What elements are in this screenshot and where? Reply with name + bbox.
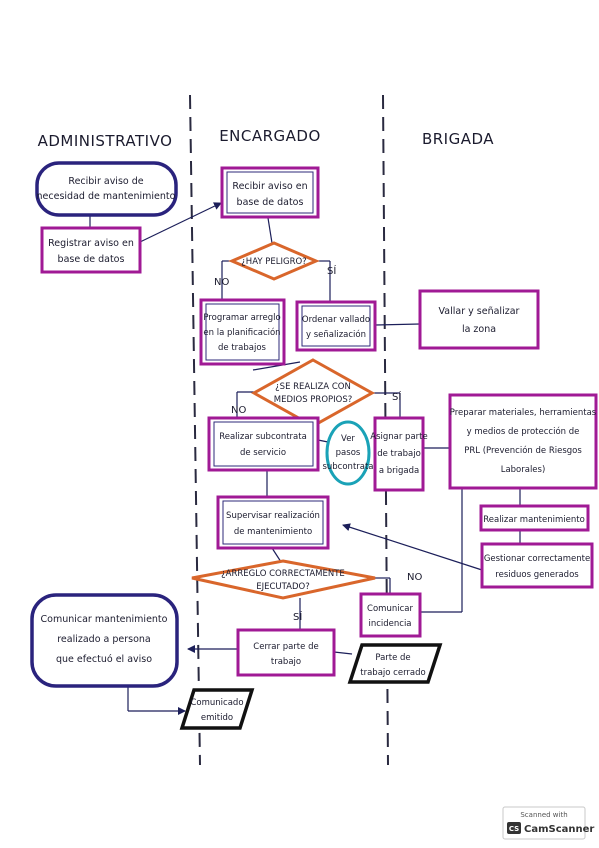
- node-text: Ordenar vallado: [302, 315, 370, 325]
- document-comunicado-emitido: Comunicado emitido: [179, 688, 255, 730]
- node-preparar-materiales: Preparar materiales, herramientas y medi…: [448, 393, 598, 490]
- label-medios-no: NO: [231, 405, 246, 416]
- node-programar-arreglo: Programar arreglo en la planificación de…: [199, 298, 286, 366]
- node-text: Asignar parte: [370, 432, 427, 442]
- node-text: PRL (Prevención de Riesgos: [464, 445, 582, 456]
- node-text: base de datos: [237, 197, 304, 208]
- edge-recibir-base-to-peligro: [267, 217, 273, 244]
- node-text: Comunicar mantenimiento: [41, 614, 168, 625]
- node-text: Comunicar: [367, 604, 413, 614]
- node-realizar-subcontrata: Realizar subcontrata de servicio: [207, 416, 320, 472]
- edge-cerrar-to-parte: [333, 651, 353, 655]
- node-text: Vallar y señalizar: [439, 306, 520, 317]
- connector-text: subcontrata: [322, 462, 373, 472]
- node-text: base de datos: [58, 254, 125, 265]
- camscanner-logo-icon: [507, 822, 521, 834]
- label-peligro-no: NO: [214, 277, 229, 288]
- node-text: necesidad de mantenimiento: [37, 191, 176, 202]
- node-comunicar-incidencia: Comunicar incidencia: [359, 592, 422, 638]
- watermark-logo: CS: [509, 825, 519, 833]
- node-text: que efectuó el aviso: [56, 654, 152, 665]
- node-text: realizado a persona: [57, 634, 151, 645]
- node-text: a brigada: [379, 466, 419, 476]
- edge-gestionar-to-supervisar: [342, 523, 483, 571]
- decision-text: MEDIOS PROPIOS?: [274, 395, 353, 405]
- node-comunicar-mantenimiento: Comunicar mantenimiento realizado a pers…: [30, 593, 179, 688]
- node-text: Recibir aviso de: [68, 176, 143, 187]
- edge-registrar-to-recibir-base: [139, 202, 222, 243]
- node-realizar-mantenimiento: Realizar mantenimiento: [479, 504, 590, 532]
- label-medios-si: SÍ: [392, 390, 401, 403]
- label-arreglo-no: NO: [407, 572, 422, 583]
- decision-text: ¿HAY PELIGRO?: [241, 257, 306, 267]
- node-vallar-senalizar: Vallar y señalizar la zona: [418, 289, 540, 350]
- edge-ordenar-to-vallar: [374, 323, 421, 326]
- decision-se-realiza-medios: ¿SE REALIZA CON MEDIOS PROPIOS?: [250, 358, 376, 428]
- document-text: emitido: [201, 713, 233, 723]
- node-gestionar-residuos: Gestionar correctamente residuos generad…: [480, 542, 594, 589]
- node-text: de servicio: [240, 448, 286, 458]
- node-asignar-parte: Asignar parte de trabajo a brigada: [370, 416, 428, 492]
- node-text: Realizar mantenimiento: [483, 515, 585, 525]
- node-text: residuos generados: [495, 570, 579, 580]
- lane-title-administrativo: ADMINISTRATIVO: [38, 132, 173, 150]
- node-text: Programar arreglo: [203, 313, 280, 323]
- connector-text: pasos: [336, 448, 361, 458]
- document-text: Parte de: [375, 653, 410, 663]
- lane-divider-left: [189, 94, 201, 766]
- node-text: Registrar aviso en: [48, 238, 134, 249]
- connector-ver-pasos-subcontrata: Ver pasos subcontrata: [322, 420, 374, 486]
- node-text: Supervisar realización: [226, 510, 320, 521]
- node-text: Gestionar correctamente: [484, 554, 590, 564]
- lane-title-brigada: BRIGADA: [422, 130, 494, 148]
- camscanner-watermark: Scanned with CS CamScanner: [502, 806, 594, 840]
- node-text: trabajo: [271, 657, 301, 667]
- node-recibir-aviso-necesidad: Recibir aviso de necesidad de mantenimie…: [35, 161, 178, 217]
- node-text: de mantenimiento: [234, 527, 312, 537]
- node-ordenar-vallado: Ordenar vallado y señalización: [295, 300, 377, 352]
- node-registrar-aviso: Registrar aviso en base de datos: [40, 226, 142, 274]
- node-cerrar-parte: Cerrar parte de trabajo: [236, 628, 336, 677]
- connector-text: Ver: [341, 434, 355, 444]
- node-text: la zona: [462, 324, 496, 335]
- node-text: de trabajos: [218, 343, 267, 353]
- decision-text: EJECUTADO?: [256, 582, 310, 592]
- document-text: Comunicado: [190, 698, 243, 708]
- edge-subcontrata-to-ver: [317, 439, 329, 443]
- watermark-caption: Scanned with: [520, 811, 567, 819]
- decision-text: ¿SE REALIZA CON: [275, 382, 351, 392]
- decision-hay-peligro: ¿HAY PELIGRO?: [228, 241, 320, 281]
- lane-title-encargado: ENCARGADO: [219, 127, 321, 145]
- node-text: de trabajo: [377, 449, 421, 459]
- watermark-brand: CamScanner: [524, 824, 594, 835]
- node-text: Realizar subcontrata: [219, 432, 307, 442]
- decision-arreglo-correcto: ¿ARREGLO CORRECTAMENTE EJECUTADO?: [191, 559, 376, 600]
- label-peligro-si: SÍ: [327, 264, 336, 277]
- node-supervisar-realizacion: Supervisar realización de mantenimiento: [216, 495, 330, 550]
- node-text: y medios de protección de: [467, 426, 580, 437]
- document-parte-trabajo-cerrado: Parte de trabajo cerrado: [347, 643, 443, 684]
- decision-text: ¿ARREGLO CORRECTAMENTE: [221, 569, 345, 579]
- node-text: Cerrar parte de: [253, 642, 318, 652]
- node-recibir-aviso-base: Recibir aviso en base de datos: [220, 166, 320, 219]
- edge-programar-to-medios: [252, 361, 301, 371]
- node-text: Recibir aviso en: [232, 181, 307, 192]
- document-text: trabajo cerrado: [360, 668, 425, 678]
- node-text: Laborales): [501, 465, 546, 475]
- node-text: en la planificación: [203, 327, 280, 338]
- node-text: y señalización: [306, 329, 366, 340]
- node-text: incidencia: [368, 619, 411, 629]
- label-arreglo-si: SÍ: [293, 610, 302, 623]
- node-text: Preparar materiales, herramientas: [450, 408, 597, 418]
